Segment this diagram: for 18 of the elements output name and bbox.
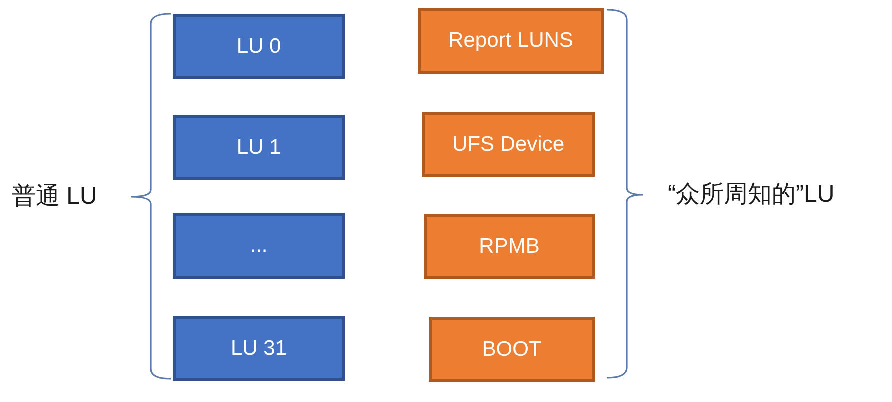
- well-known-lu-label: Report LUNS: [448, 29, 574, 53]
- well-known-lu-box: [429, 317, 595, 382]
- lu-box: [173, 115, 345, 180]
- well-known-lu-box: [424, 214, 595, 279]
- well-known-lu-label: RPMB: [479, 234, 540, 258]
- lu-label: LU 1: [236, 136, 282, 160]
- lu-label: LU 0: [236, 34, 282, 58]
- well-known-lu-box: [418, 8, 604, 74]
- well-known-lu-label: BOOT: [482, 338, 542, 362]
- group-label: 普通 LU: [12, 183, 98, 212]
- lu-label: ...: [250, 234, 268, 258]
- group-label: “众所周知的”LU: [668, 181, 835, 210]
- well-known-lu-label: UFS Device: [452, 132, 565, 156]
- lu-box: [173, 14, 345, 79]
- lu-box: [173, 213, 345, 279]
- lu-box: [173, 316, 345, 381]
- lu-label: LU 31: [230, 336, 288, 360]
- well-known-lu-box: [422, 112, 595, 177]
